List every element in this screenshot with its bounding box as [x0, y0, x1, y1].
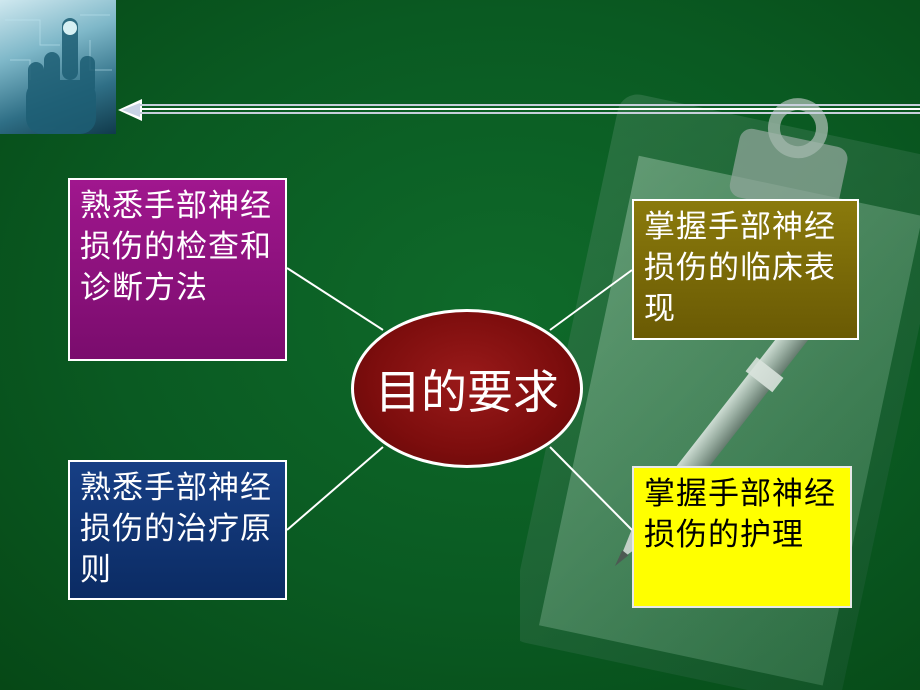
topic-box-top-right: 掌握手部神经损伤的临床表现: [632, 199, 859, 340]
connector-top-right: [549, 269, 633, 331]
topic-text-top-right: 掌握手部神经损伤的临床表现: [644, 209, 836, 327]
hand-pointing-icon: [0, 0, 116, 134]
connector-bottom-right: [549, 446, 633, 531]
topic-text-top-left: 熟悉手部神经损伤的检查和诊断方法: [80, 188, 272, 306]
arrow-left-icon: [118, 99, 920, 121]
topic-box-top-left: 熟悉手部神经损伤的检查和诊断方法: [68, 178, 287, 361]
topic-box-bottom-left: 熟悉手部神经损伤的治疗原则: [68, 460, 287, 600]
center-label: 目的要求: [375, 364, 559, 419]
topic-box-bottom-right: 掌握手部神经损伤的护理: [632, 466, 852, 608]
center-node: 目的要求: [351, 309, 583, 468]
connector-bottom-left: [286, 446, 384, 531]
topic-text-bottom-left: 熟悉手部神经损伤的治疗原则: [80, 470, 272, 588]
topic-text-bottom-right: 掌握手部神经损伤的护理: [644, 476, 836, 553]
connector-top-left: [286, 267, 384, 331]
